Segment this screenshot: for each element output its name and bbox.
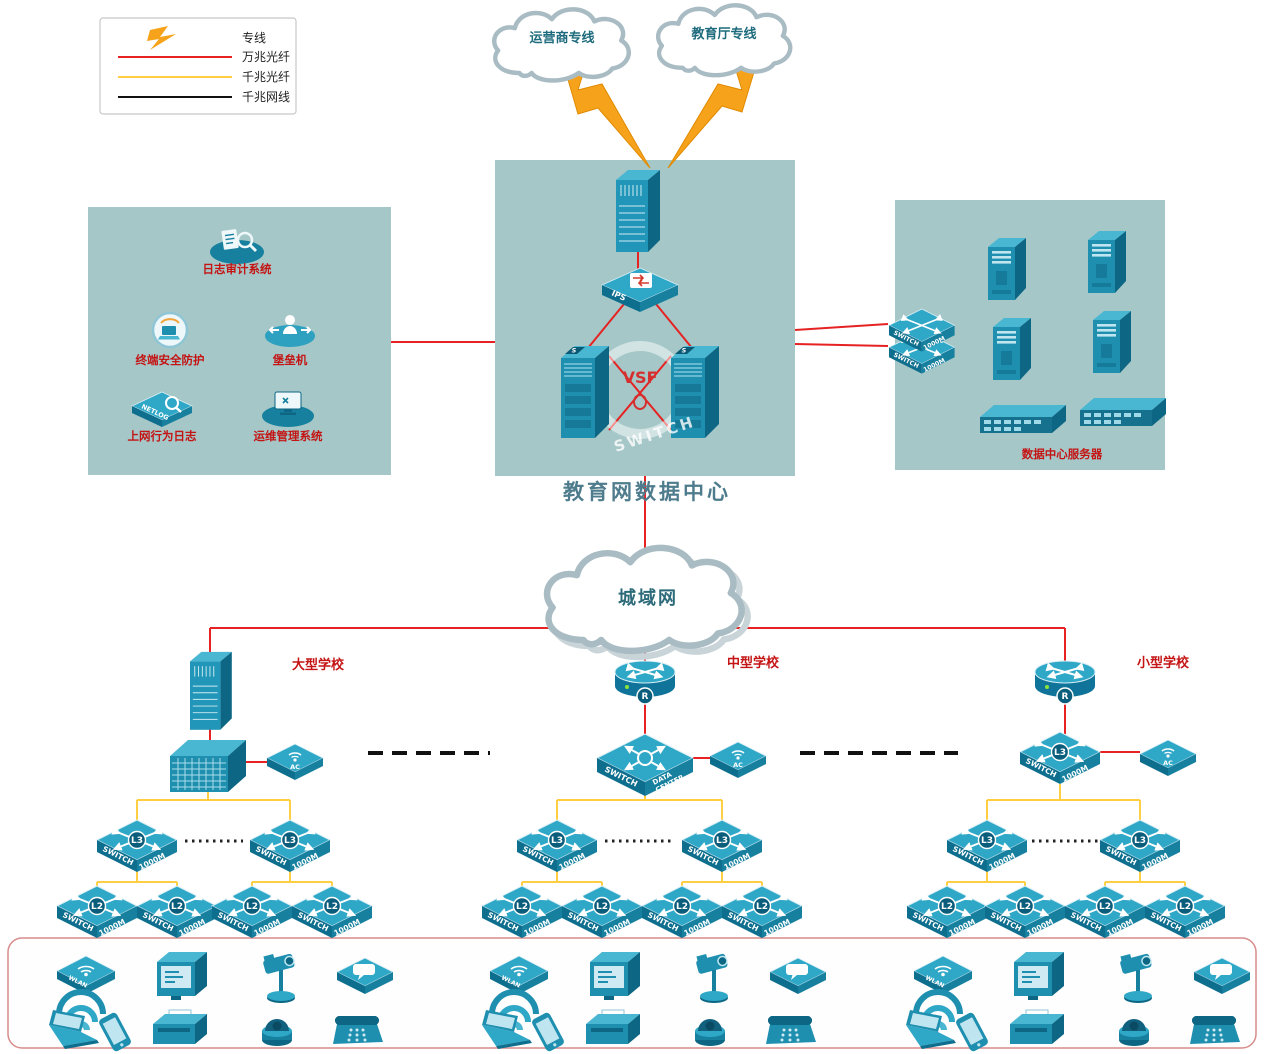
l2-switch: L2	[907, 886, 987, 938]
switch-tier-badge: L2	[676, 902, 688, 912]
school-medium: 中型学校	[597, 655, 780, 796]
l2-switch: L2	[1065, 886, 1145, 938]
carrier-cloud-label: 运营商专线	[529, 30, 594, 46]
switch-tier-badge: L2	[91, 902, 103, 912]
school-small-label: 小型学校	[1137, 655, 1190, 671]
gig-copper-links	[185, 751, 1098, 843]
l3-switch: L3	[1100, 820, 1180, 872]
legend-label-10g: 万兆光纤	[242, 50, 290, 64]
vsf-loop-icon	[633, 394, 647, 410]
switch-tier-badge: L2	[941, 902, 953, 912]
gig-fiber-links	[96, 784, 1186, 890]
switch-tier-badge: L3	[284, 836, 296, 846]
school-medium-label: 中型学校	[727, 655, 780, 671]
l2-switch: L2	[137, 886, 217, 938]
school-large: 大型学校	[169, 651, 345, 793]
switch-tier-badge: L3	[1134, 836, 1146, 846]
switch-tier-badge: L3	[716, 836, 728, 846]
carrier-cloud: 运营商专线	[494, 9, 629, 80]
switch-tier-badge: L3	[551, 836, 563, 846]
legend-label-1g-copper: 千兆网线	[242, 90, 290, 104]
ops-label: 运维管理系统	[254, 429, 323, 443]
l2-switch: L2	[1145, 886, 1225, 938]
switch-tier-badge: L3	[981, 836, 993, 846]
security-panel-items: 日志审计系统 终端安全防护 堡垒机 上网行为日志 运维管理系统	[128, 227, 323, 443]
l2-switch: L2	[212, 886, 292, 938]
education-cloud-label: 教育厅专线	[690, 26, 756, 42]
legend: 专线 万兆光纤 千兆光纤 千兆网线	[99, 17, 297, 115]
switch-tier-badge: L2	[756, 902, 768, 912]
legend-lightning-icon	[147, 26, 176, 50]
server-panel-items: 数据中心服务器	[889, 231, 1166, 461]
switch-tier-badge: L2	[326, 902, 338, 912]
l3-switch: L3	[682, 820, 762, 872]
l2-switch: L2	[642, 886, 722, 938]
terminal-security-label: 终端安全防护	[136, 353, 205, 367]
school-small: 小型学校	[1035, 655, 1197, 777]
switch-tier-badge: L3	[131, 836, 143, 846]
l2-switch: L2	[562, 886, 642, 938]
l2-switch: L2	[57, 886, 137, 938]
legend-label-1g-fiber: 千兆光纤	[242, 70, 290, 84]
l3-switches: L3 L3 L3 L3 L3 L3 L3	[97, 732, 1180, 872]
man-cloud-label: 城域网	[618, 587, 678, 608]
log-audit-label: 日志审计系统	[203, 262, 272, 276]
man-cloud: 城域网	[547, 548, 751, 661]
l3-switch: L3	[947, 820, 1027, 872]
l2-switch: L2	[292, 886, 372, 938]
l2-switch: L2	[985, 886, 1065, 938]
legend-box	[99, 17, 297, 115]
server-panel-label: 数据中心服务器	[1022, 447, 1103, 461]
switch-tier-badge: L2	[516, 902, 528, 912]
l3-switch: L3	[517, 820, 597, 872]
switch-tier-badge: L2	[1179, 902, 1191, 912]
switch-tier-badge: L2	[171, 902, 183, 912]
switch-tier-badge: L3	[1054, 748, 1066, 758]
vsf-label: VSF	[623, 368, 658, 387]
l2-switch: L2	[722, 886, 802, 938]
bastion-label: 堡垒机	[273, 353, 308, 367]
datacenter-title: 教育网数据中心	[563, 480, 731, 504]
l3-switch: L3	[97, 820, 177, 872]
core-firewall-icon	[615, 169, 661, 253]
l2-switches: L2 L2 L2 L2 L2 L2 L2 L2 L2 L2 L2 L2	[57, 886, 1225, 938]
legend-label-dedicated: 专线	[242, 30, 266, 45]
l2-switch: L2	[482, 886, 562, 938]
school-large-label: 大型学校	[292, 657, 345, 673]
switch-tier-badge: L2	[596, 902, 608, 912]
school-firewall-icon	[189, 651, 233, 731]
l3-switch: L3	[1020, 732, 1100, 784]
l3-switch: L3	[250, 820, 330, 872]
switch-tier-badge: L2	[1019, 902, 1031, 912]
switch-tier-badge: L2	[246, 902, 258, 912]
education-cloud: 教育厅专线	[658, 5, 790, 75]
switch-tier-badge: L2	[1099, 902, 1111, 912]
core-server-icon	[560, 345, 610, 439]
netlog-sys-label: 上网行为日志	[128, 429, 197, 443]
